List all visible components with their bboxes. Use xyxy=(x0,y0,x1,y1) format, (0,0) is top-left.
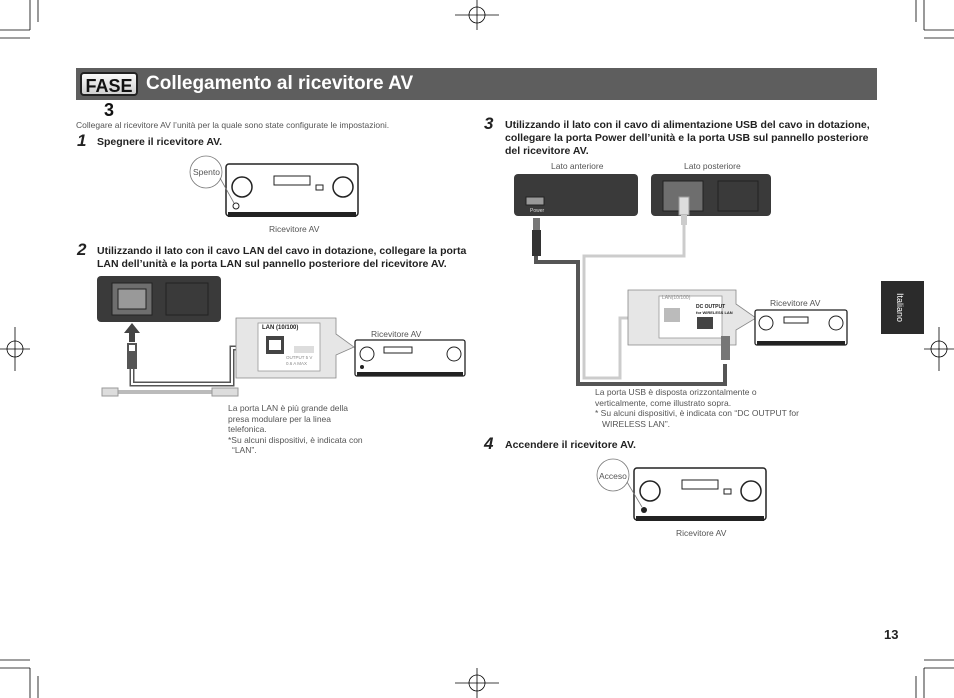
label-dc-output: DC OUTPUT for WIRELESS LAN xyxy=(696,304,733,315)
receiver-step4-illustration xyxy=(596,458,767,521)
label-receiver-step3: Ricevitore AV xyxy=(770,298,821,308)
label-acceso: Acceso xyxy=(599,471,627,481)
step-4-text: Accendere il ricevitore AV. xyxy=(505,439,636,451)
section-header-bar xyxy=(76,68,877,100)
step-badge: FASE 3 xyxy=(80,72,138,120)
device-front-step3 xyxy=(514,174,638,256)
label-receiver-step1: Ricevitore AV xyxy=(269,224,320,234)
label-rear-side: Lato posteriore xyxy=(684,161,741,171)
usb-note: La porta USB è disposta orizzontalmente … xyxy=(595,387,799,429)
step-3-text: Utilizzando il lato con il cavo di alime… xyxy=(505,119,870,157)
step-2-text: Utilizzando il lato con il cavo LAN del … xyxy=(97,245,467,270)
language-side-tab: Italiano xyxy=(881,281,924,334)
receiver-step2-illustration xyxy=(354,339,466,377)
step-4-number: 4 xyxy=(484,434,494,453)
label-spento: Spento xyxy=(193,167,220,177)
label-receiver-step4: Ricevitore AV xyxy=(676,528,727,538)
step-1-text: Spegnere il ricevitore AV. xyxy=(97,136,223,148)
lan-note: La porta LAN è più grande della presa mo… xyxy=(228,403,363,455)
language-label: Italiano xyxy=(895,293,905,323)
lan-port-callout xyxy=(235,317,355,379)
receiver-step1-illustration xyxy=(189,155,359,217)
label-power: Power xyxy=(530,208,545,214)
receiver-step3-illustration xyxy=(754,309,848,346)
page-title: Collegamento al ricevitore AV xyxy=(146,73,414,94)
label-lan-port: LAN (10/100) xyxy=(262,325,299,331)
device-rear-step3 xyxy=(651,174,771,225)
step-3-number: 3 xyxy=(484,114,494,133)
label-front-side: Lato anteriore xyxy=(551,161,604,171)
page-number: 13 xyxy=(884,627,899,642)
label-receiver-step2: Ricevitore AV xyxy=(371,329,422,339)
step-1-number: 1 xyxy=(77,131,87,150)
usb-port-callout xyxy=(627,289,757,360)
intro-text: Collegare al ricevitore AV l’unità per l… xyxy=(76,120,390,130)
step-2-number: 2 xyxy=(77,240,87,259)
label-lan-port-step3: LAN(10/100) xyxy=(662,295,691,301)
